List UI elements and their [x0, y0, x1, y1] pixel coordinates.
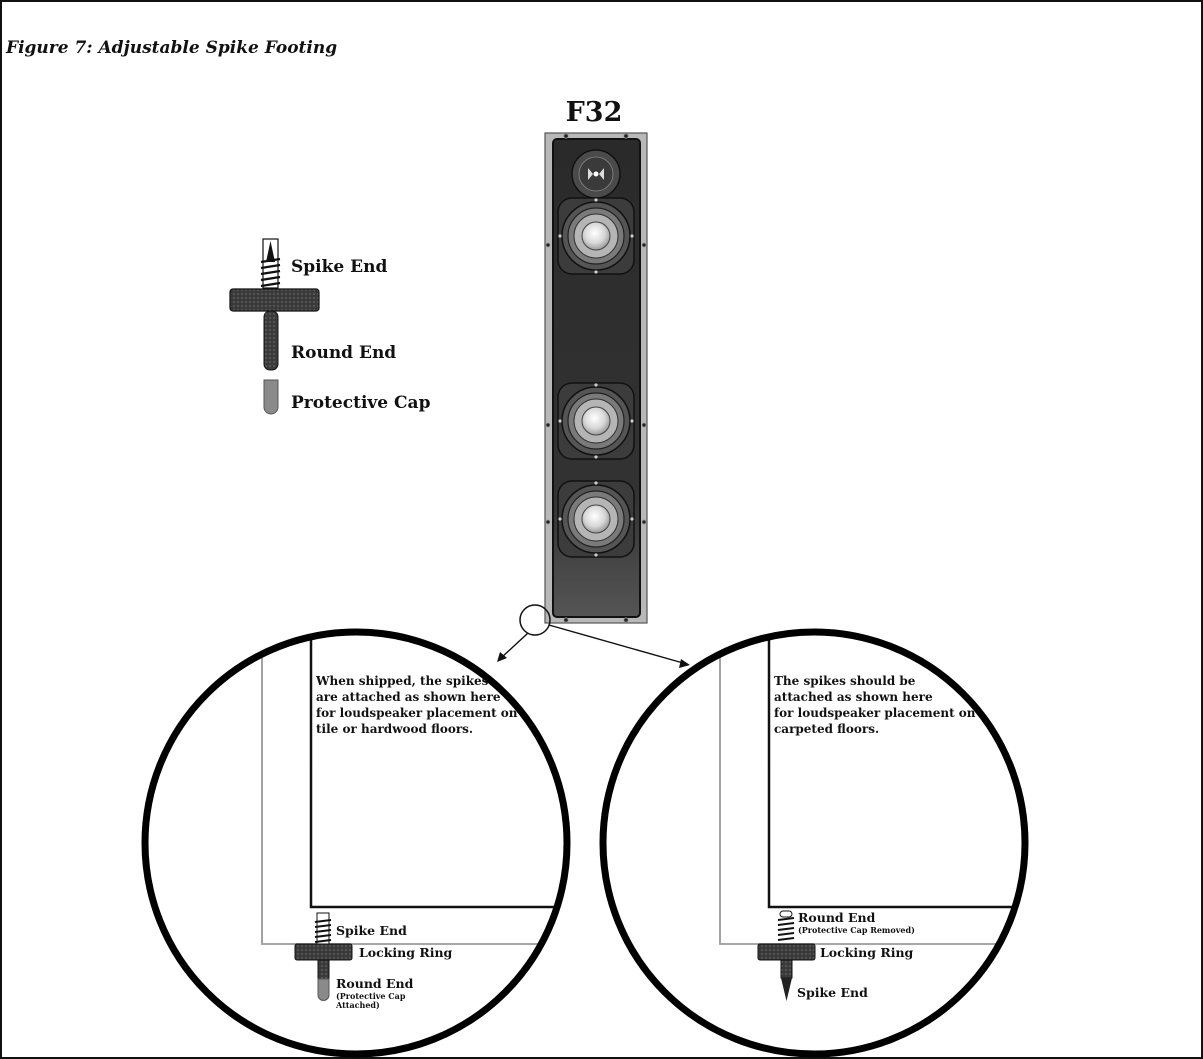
woofer-3	[557, 480, 635, 558]
zoom-arrow-right	[548, 624, 684, 664]
detail-tile-note: When shipped, the spikes are attached as…	[315, 674, 522, 736]
figure-caption: Figure 7: Adjustable Spike Footing	[6, 38, 338, 58]
detail-tile-spike-end: Spike End	[336, 923, 407, 938]
legend-spike-end: Spike End	[291, 257, 387, 277]
legend-protective-cap: Protective Cap	[291, 393, 431, 413]
tweeter	[571, 149, 621, 199]
detail-carpet-round-end: Round End	[798, 910, 876, 925]
detail-tile-locking-ring: Locking Ring	[359, 945, 453, 960]
detail-tile-cap-note: (Protective Cap Attached)	[335, 991, 408, 1010]
model-title: F32	[566, 97, 623, 128]
detail-carpet-note: The spikes should be attached as shown h…	[774, 674, 980, 736]
woofer-1	[557, 197, 635, 275]
detail-carpet-locking-ring: Locking Ring	[820, 945, 914, 960]
legend-round-end: Round End	[291, 343, 396, 363]
detail-carpet-spike-end: Spike End	[797, 985, 868, 1000]
zoom-arrow-left	[500, 632, 529, 659]
zoom-marker	[519, 604, 551, 636]
woofer-2	[557, 382, 635, 460]
detail-circle-tile	[141, 628, 571, 1058]
woofers	[557, 197, 635, 558]
spike-legend-illustration	[229, 238, 320, 415]
detail-circle-carpet	[599, 628, 1029, 1058]
detail-carpet-cap-note: (Protective Cap Removed)	[798, 925, 915, 935]
detail-tile-round-end: Round End	[336, 976, 414, 991]
